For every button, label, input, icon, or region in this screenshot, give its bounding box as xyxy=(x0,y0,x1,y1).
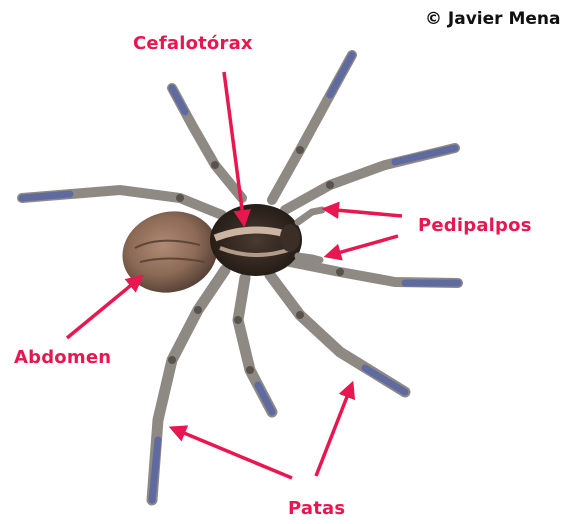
leg-right-3 xyxy=(290,262,458,283)
leg-left-2 xyxy=(22,190,222,215)
leg-left-1 xyxy=(172,88,242,198)
leg-right-2 xyxy=(285,148,455,210)
label-legs: Patas xyxy=(288,498,345,519)
arrow-pedipalp-lower xyxy=(327,236,398,256)
leg-left-3 xyxy=(152,270,225,500)
label-abdomen: Abdomen xyxy=(14,347,111,368)
spider-pedipalps xyxy=(298,210,322,260)
arrow-cephalothorax xyxy=(224,72,244,224)
copyright-notice: © Javier Mena xyxy=(425,9,560,29)
leg-left-4 xyxy=(238,278,272,412)
arrow-legs-right xyxy=(316,384,352,476)
label-pedipalps: Pedipalpos xyxy=(418,215,532,236)
label-cephalothorax: Cefalotórax xyxy=(133,33,253,54)
arrow-abdomen xyxy=(67,277,141,338)
spider-cephalothorax xyxy=(210,204,302,276)
spider-legs xyxy=(22,55,458,500)
leg-right-4 xyxy=(270,275,405,392)
arrow-pedipalp-upper xyxy=(325,209,402,216)
arrow-legs-left xyxy=(172,428,292,478)
